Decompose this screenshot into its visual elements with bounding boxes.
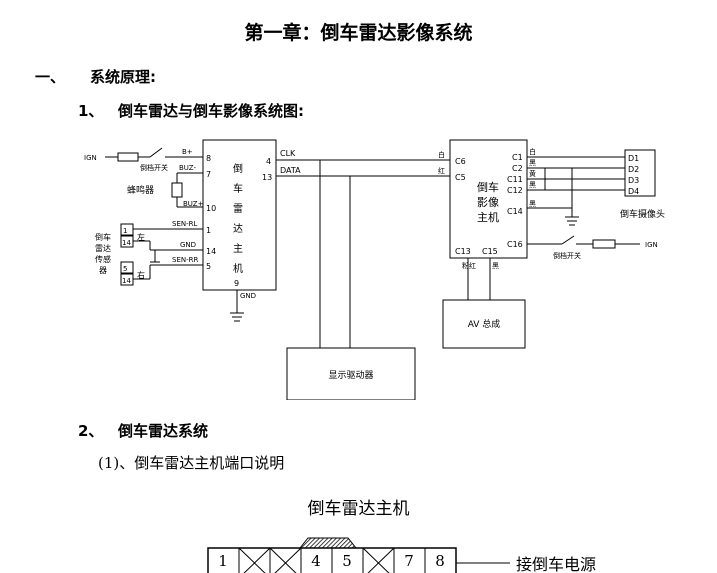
pin-label: 1	[206, 226, 211, 235]
connector-pin: 4	[311, 552, 321, 570]
wire-color-label: 黑	[529, 181, 536, 189]
subsection-number-2: 2、	[78, 422, 104, 440]
sensor-pin: 14	[122, 277, 131, 285]
subsection-heading-2: 2、倒车雷达系统	[78, 420, 208, 441]
ign-label-left: IGN	[84, 154, 97, 162]
connector-label: 接倒车电源	[516, 555, 596, 573]
buz-plus-label: BUZ+	[183, 200, 204, 208]
red-wire-label: 红	[438, 166, 445, 175]
radar-host-char: 主	[233, 243, 243, 255]
video-pin: C2	[512, 164, 523, 173]
av-label: AV 总成	[468, 318, 501, 330]
video-pin: C5	[455, 173, 466, 182]
b-plus-label: B+	[182, 148, 193, 156]
gnd-label-bottom: GND	[240, 292, 256, 300]
video-pin: C11	[507, 175, 523, 184]
wire-color-label: 黑	[529, 200, 536, 208]
camera-pin: D2	[628, 165, 639, 174]
camera-label: 倒车摄像头	[620, 208, 665, 220]
radar-sensor-label: 传感	[95, 254, 111, 264]
reverse-switch-label-right: 倒档开关	[553, 251, 581, 260]
pin-label: 9	[234, 279, 239, 288]
ign-label-right: IGN	[645, 241, 658, 249]
sen-rl-label: SEN-RL	[172, 220, 197, 228]
pin-label: 5	[206, 262, 211, 271]
buzzer-label: 蜂鸣器	[127, 184, 154, 196]
subsection-label-1: 倒车雷达与倒车影像系统图:	[118, 102, 304, 120]
video-pin: C14	[507, 207, 523, 216]
pin-label: 14	[206, 247, 216, 256]
subsection-number-1: 1、	[78, 102, 104, 120]
connector-pin: 1	[218, 552, 228, 570]
connector-pin: 8	[435, 552, 445, 570]
pink-red-label: 粉红	[462, 261, 476, 270]
white-wire-label: 白	[438, 150, 445, 159]
video-host-label: 主机	[477, 210, 499, 224]
connector-pin: 7	[404, 552, 414, 570]
buz-minus-label: BUZ-	[179, 164, 196, 172]
radar-sensor-label: 雷达	[95, 243, 111, 253]
camera-pin: D3	[628, 176, 639, 185]
sensor-pin: 5	[123, 265, 127, 273]
right-label: 右	[137, 270, 145, 280]
video-pin: C16	[507, 240, 523, 249]
clk-label: CLK	[280, 149, 296, 158]
video-pin: C1	[512, 153, 523, 162]
video-pin: C6	[455, 157, 466, 166]
reverse-switch-label-left: 倒档开关	[140, 163, 168, 172]
radar-host-char: 倒	[233, 163, 243, 175]
radar-host-char: 达	[233, 223, 243, 235]
video-pin: C15	[482, 247, 498, 256]
subsection-label-2: 倒车雷达系统	[118, 422, 209, 440]
sensor-pin: 1	[123, 227, 127, 235]
data-label: DATA	[280, 166, 301, 175]
pin-label: 8	[206, 154, 211, 163]
video-host-label: 影像	[477, 196, 499, 209]
system-diagram: 倒 车 雷 达 主 机 IGN 倒档开关 B+ BUZ- 蜂鸣器 BUZ+ SE…	[84, 139, 665, 400]
video-pin: C13	[455, 247, 471, 256]
wire-color-label: 白	[529, 147, 536, 156]
sensor-pin: 14	[122, 239, 131, 247]
camera-pin: D4	[628, 187, 639, 196]
sub-subsection-heading: (1)、倒车雷达主机端口说明	[98, 454, 285, 472]
pin-label: 10	[206, 204, 216, 213]
section-label: 系统原理:	[90, 68, 156, 86]
subsection-heading-1: 1、倒车雷达与倒车影像系统图:	[78, 100, 304, 121]
radar-host-char: 机	[233, 262, 243, 275]
display-label: 显示驱动器	[328, 370, 373, 381]
figure-title: 倒车雷达主机	[307, 499, 410, 519]
sen-rr-label: SEN-RR	[172, 256, 198, 264]
section-number: 一、	[35, 68, 66, 86]
left-label: 左	[137, 232, 145, 242]
pin-label: 13	[262, 173, 272, 182]
section-heading: 一、 系统原理:	[35, 66, 156, 87]
wire-color-label: 黑	[529, 159, 536, 167]
wire-color-label: 黄	[529, 169, 536, 178]
pin-label: 7	[206, 170, 211, 179]
radar-host-char: 车	[233, 182, 243, 195]
video-host-label: 倒车	[477, 180, 499, 194]
video-pin: C12	[507, 186, 523, 195]
black-label: 黑	[492, 262, 499, 270]
chapter-title: 第一章：倒车雷达影像系统	[244, 22, 473, 44]
gnd-label-left: GND	[180, 241, 196, 249]
camera-pin: D1	[628, 154, 639, 163]
radar-sensor-label: 倒车	[95, 232, 111, 242]
connector-pin: 5	[342, 552, 352, 570]
radar-sensor-label: 器	[99, 266, 107, 275]
radar-host-char: 雷	[233, 203, 243, 215]
pin-label: 4	[266, 157, 271, 166]
